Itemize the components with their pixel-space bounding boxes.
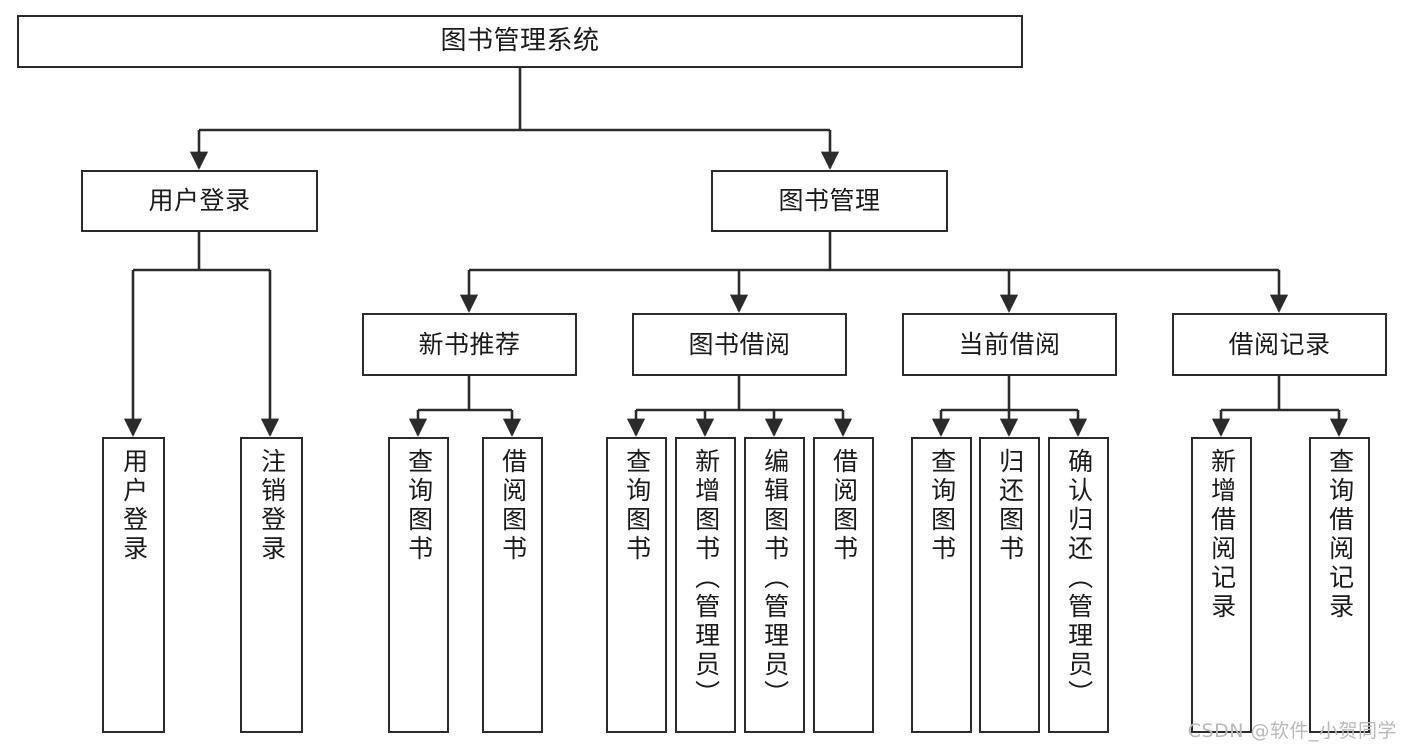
- node-book-management[interactable]: 图书管理: [711, 170, 948, 232]
- node-label: 新增图书（管理员）: [691, 448, 721, 709]
- node-root-book-management-system[interactable]: 图书管理系统: [17, 15, 1023, 68]
- node-leaf-add-book-admin[interactable]: 新增图书（管理员）: [675, 437, 736, 733]
- node-leaf-borrow-book[interactable]: 借阅图书: [813, 437, 874, 733]
- node-label: 图书借阅: [688, 329, 791, 359]
- node-label: 确认归还（管理员）: [1064, 448, 1094, 709]
- node-book-borrow[interactable]: 图书借阅: [632, 313, 847, 376]
- node-label: 借阅记录: [1228, 329, 1331, 359]
- node-label: 新书推荐: [418, 329, 521, 359]
- node-label: 图书管理: [778, 186, 881, 216]
- node-label: 用户登录: [148, 186, 251, 216]
- node-label: 查询借阅记录: [1325, 448, 1355, 622]
- node-label: 借阅图书: [498, 448, 528, 564]
- node-borrow-record[interactable]: 借阅记录: [1172, 313, 1387, 376]
- csdn-watermark: CSDN @软件_小贺同学: [1187, 720, 1397, 742]
- node-label: 注销登录: [257, 448, 287, 564]
- node-label: 查询图书: [404, 448, 434, 564]
- node-leaf-add-borrow-record[interactable]: 新增借阅记录: [1191, 437, 1252, 733]
- node-leaf-user-login[interactable]: 用户登录: [102, 437, 165, 733]
- node-leaf-logout-login[interactable]: 注销登录: [240, 437, 303, 733]
- node-leaf-confirm-return-admin[interactable]: 确认归还（管理员）: [1048, 437, 1109, 733]
- node-label: 归还图书: [995, 448, 1025, 564]
- node-leaf-edit-book-admin[interactable]: 编辑图书（管理员）: [744, 437, 805, 733]
- node-label: 当前借阅: [958, 329, 1061, 359]
- node-label: 编辑图书（管理员）: [760, 448, 790, 709]
- node-user-login[interactable]: 用户登录: [81, 170, 318, 232]
- node-label: 查询图书: [927, 448, 957, 564]
- node-leaf-return-book[interactable]: 归还图书: [979, 437, 1040, 733]
- node-leaf-query-book-borrow[interactable]: 查询图书: [606, 437, 667, 733]
- node-current-borrow[interactable]: 当前借阅: [902, 313, 1117, 376]
- node-leaf-borrow-book-recommend[interactable]: 借阅图书: [482, 437, 543, 733]
- node-label: 用户登录: [119, 448, 149, 564]
- node-leaf-query-book-recommend[interactable]: 查询图书: [388, 437, 449, 733]
- node-new-book-recommend[interactable]: 新书推荐: [362, 313, 577, 376]
- node-leaf-query-borrow-record[interactable]: 查询借阅记录: [1309, 437, 1370, 733]
- node-leaf-query-book-current[interactable]: 查询图书: [911, 437, 972, 733]
- node-label: 新增借阅记录: [1207, 448, 1237, 622]
- node-label: 图书管理系统: [440, 26, 600, 57]
- node-label: 查询图书: [622, 448, 652, 564]
- node-label: 借阅图书: [829, 448, 859, 564]
